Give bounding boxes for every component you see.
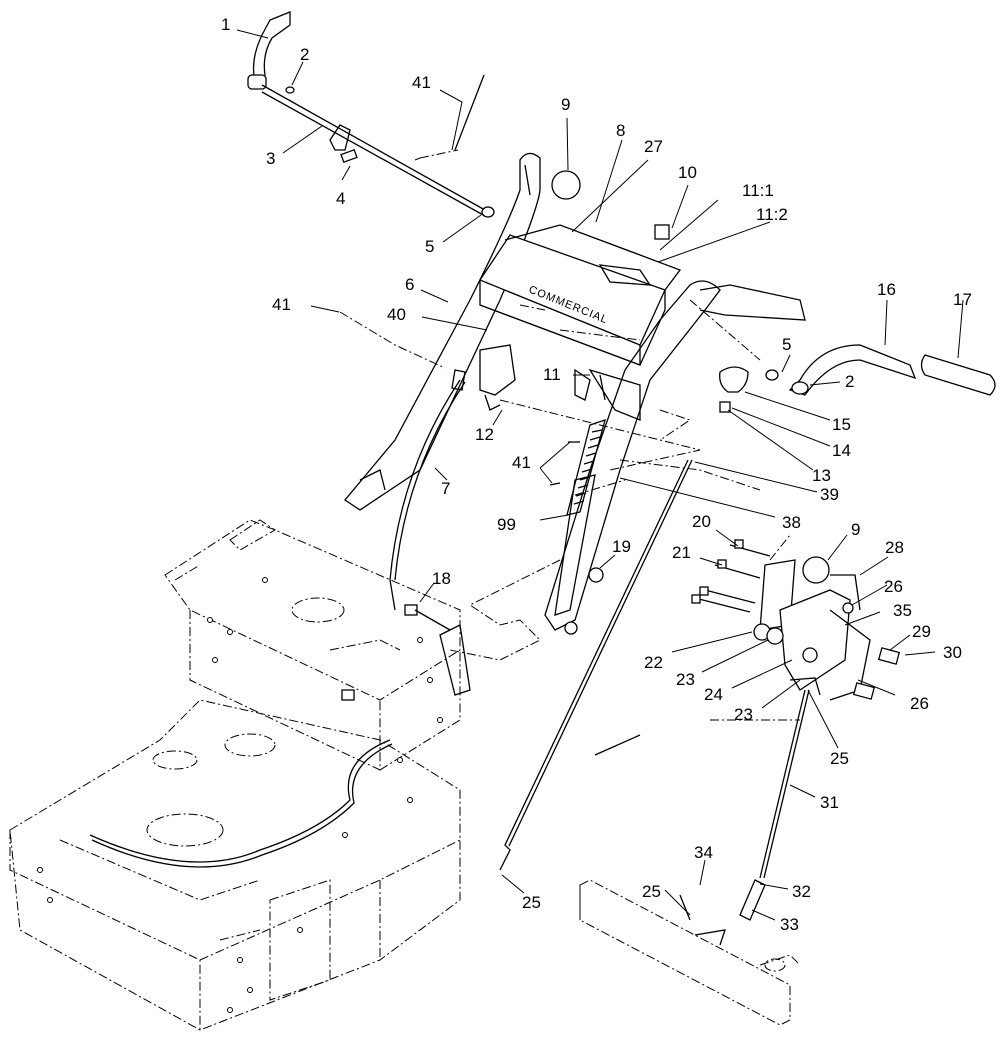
callout-41: 41 — [512, 453, 531, 472]
callout-26: 26 — [910, 694, 929, 713]
callout-33: 33 — [780, 915, 799, 934]
callout-6: 6 — [405, 275, 414, 294]
callout-labels: 1 2 3 4 5 41 9 8 27 10 11:1 11:2 6 41 40… — [221, 15, 972, 934]
phantom-lines — [339, 149, 800, 721]
callout-14: 14 — [832, 441, 851, 460]
callout-11: 11 — [543, 365, 561, 384]
callout-25: 25 — [642, 882, 661, 901]
cable-7 — [89, 369, 466, 868]
callout-17: 17 — [953, 290, 972, 309]
callout-27: 27 — [644, 137, 663, 156]
lever-16-grip-17 — [765, 344, 996, 396]
callout-2: 2 — [300, 45, 309, 64]
callout-4: 4 — [336, 189, 345, 208]
callout-29: 29 — [912, 622, 931, 641]
callout-16: 16 — [877, 280, 896, 299]
callout-11-2: 11:2 — [756, 205, 788, 224]
callout-19: 19 — [612, 537, 631, 556]
callout-10: 10 — [678, 163, 697, 182]
callout-26: 26 — [884, 577, 903, 596]
callout-2: 2 — [845, 372, 854, 391]
callout-11-1: 11:1 — [742, 181, 774, 200]
lower-cross-bar — [579, 879, 801, 1026]
callout-30: 30 — [943, 643, 962, 662]
callout-38: 38 — [782, 513, 801, 532]
callout-21: 21 — [672, 543, 691, 562]
callout-18: 18 — [432, 569, 451, 588]
callout-5: 5 — [782, 335, 791, 354]
callout-3: 3 — [266, 149, 275, 168]
callout-40: 40 — [387, 305, 406, 324]
callout-34: 34 — [694, 843, 713, 862]
callout-1: 1 — [221, 15, 230, 34]
control-rods — [499, 459, 810, 946]
callout-23: 23 — [734, 705, 753, 724]
callout-35: 35 — [893, 601, 912, 620]
callout-7: 7 — [441, 479, 450, 498]
callout-31: 31 — [820, 793, 839, 812]
callout-22: 22 — [644, 653, 663, 672]
fasteners — [341, 74, 771, 921]
callout-28: 28 — [885, 538, 904, 557]
callout-8: 8 — [616, 121, 625, 140]
right-bracket-assembly — [753, 559, 901, 701]
callout-5: 5 — [425, 237, 434, 256]
lever-rod-3 — [247, 11, 486, 217]
callout-25: 25 — [522, 893, 541, 912]
callout-9: 9 — [561, 95, 570, 114]
callout-24: 24 — [704, 685, 723, 704]
callout-9: 9 — [851, 520, 860, 539]
callout-20: 20 — [692, 512, 711, 531]
callout-15: 15 — [832, 415, 851, 434]
callout-41: 41 — [412, 73, 431, 92]
callout-12: 12 — [475, 425, 494, 444]
callout-99: 99 — [497, 515, 516, 534]
knobs — [551, 170, 830, 584]
callout-32: 32 — [792, 882, 811, 901]
callout-25: 25 — [830, 749, 849, 768]
callout-13: 13 — [812, 466, 831, 485]
spring-99 — [566, 418, 606, 516]
chassis-frame — [9, 519, 461, 1031]
callout-39: 39 — [820, 485, 839, 504]
callout-23: 23 — [676, 670, 695, 689]
callout-41: 41 — [272, 295, 291, 314]
callout-leaders — [236, 29, 964, 921]
